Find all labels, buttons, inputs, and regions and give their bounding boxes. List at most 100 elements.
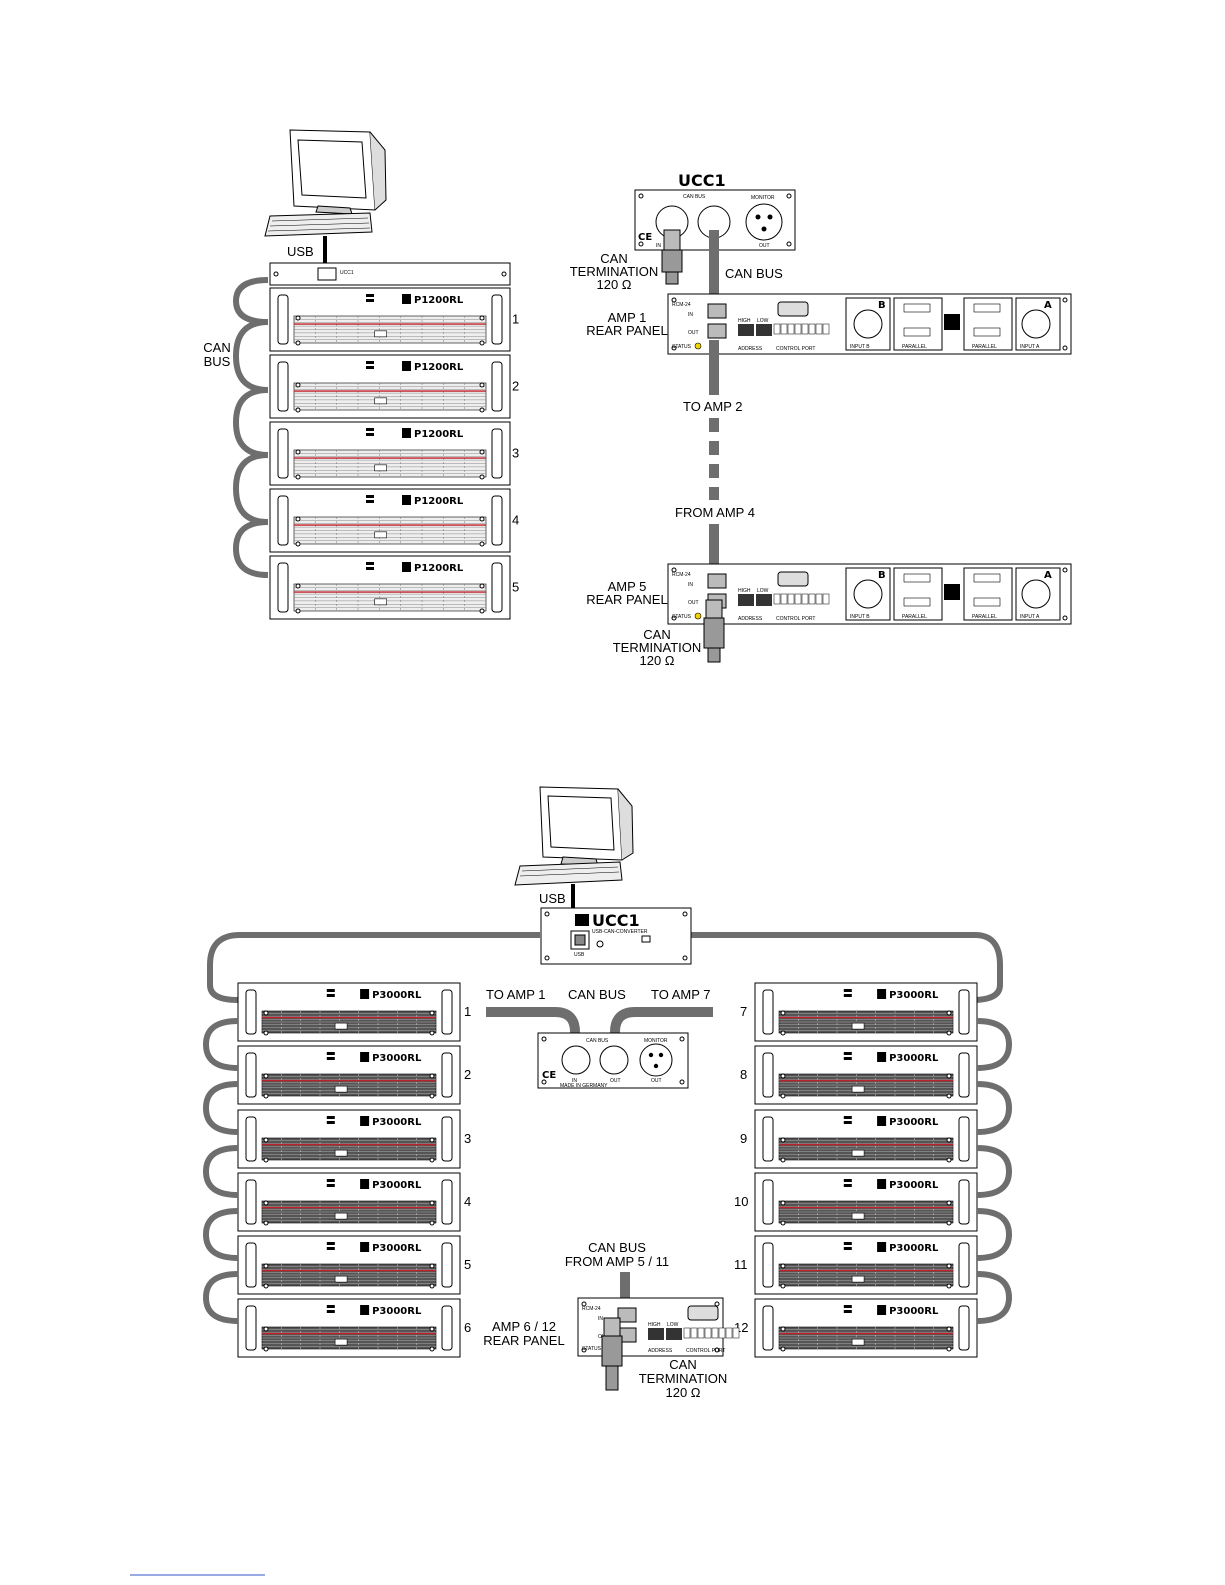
- amp5-label-line2: REAR PANEL: [586, 592, 667, 607]
- ucc1-title: UCC1: [678, 171, 726, 190]
- amp5-status-led: [694, 612, 702, 620]
- ucc1-label-in: IN: [656, 243, 661, 249]
- left-amplifier-2: P3000RL 2: [237, 1045, 471, 1105]
- can-bus-loop-cable: [232, 519, 269, 578]
- amp5-b-label: B: [878, 570, 886, 581]
- ucc1-rear-monitor: MONITOR: [644, 1038, 668, 1044]
- can-bus-loop-cable: [202, 1145, 239, 1198]
- ce-mark: CE: [542, 1070, 556, 1081]
- bottom-termination-plug: [703, 599, 725, 663]
- left-amplifier-4: P3000RL 4: [237, 1172, 471, 1232]
- amp5-input-b-label: INPUT B: [850, 614, 870, 620]
- can-bus-loop-cable: [232, 387, 269, 458]
- amp-model-label: P3000RL: [889, 990, 939, 1001]
- amp-number-label: 1: [464, 1004, 471, 1019]
- left-amplifier-rack: P3000RL1P3000RL2P3000RL3P3000RL4P3000RL5…: [202, 982, 471, 1358]
- to-amp7-label: TO AMP 7: [651, 987, 711, 1002]
- amp5-input-a-label: INPUT A: [1020, 614, 1040, 620]
- computer-icon: [264, 129, 387, 237]
- amp-model-label: P3000RL: [372, 1180, 422, 1191]
- ucc1-rear-out2: OUT: [610, 1078, 621, 1084]
- amp-model-label: P3000RL: [372, 990, 422, 1001]
- amp1-parallel-b-label: PARALLEL: [902, 344, 927, 350]
- amp-model-label: P3000RL: [372, 1053, 422, 1064]
- amp-model-label: P3000RL: [889, 1053, 939, 1064]
- amp5-out-label: OUT: [688, 600, 699, 606]
- top-termination-label-line1: CAN: [600, 251, 627, 266]
- amp-model-label: P3000RL: [889, 1243, 939, 1254]
- can-bus-loop-cable: [202, 1018, 239, 1071]
- amp-number-label: 9: [740, 1131, 747, 1146]
- ucc1-rear-can-bus: CAN BUS: [586, 1038, 609, 1044]
- top-termination-label-line3: 120 Ω: [596, 277, 631, 292]
- amp-model-label: P3000RL: [889, 1117, 939, 1128]
- figure-twelve-amplifiers: USB UCC1 USB-CAN-CONVERTER USB P3000RL1P…: [202, 786, 1013, 1400]
- amp-number-label: 8: [740, 1067, 747, 1082]
- amp5-a-label: A: [1044, 570, 1052, 581]
- termination-label-line1: CAN: [669, 1357, 696, 1372]
- ucc1-label-can-bus: CAN BUS: [683, 194, 706, 200]
- can-bus-loop-cable: [202, 1208, 239, 1261]
- amp6-status-label: STATUS: [582, 1346, 602, 1352]
- amp1-b-label: B: [878, 300, 886, 311]
- can-bus-loop-cable: [202, 1271, 239, 1324]
- ucc1-rear-in: IN: [572, 1078, 577, 1084]
- amp-number-label: 7: [740, 1004, 747, 1019]
- amp1-control-port-label: CONTROL PORT: [776, 346, 815, 352]
- amp1-status-led: [694, 342, 702, 350]
- amp6-control-port-label: CONTROL PORT: [686, 1348, 725, 1354]
- amp1-low-label: LOW: [757, 318, 769, 324]
- amp-number-label: 2: [464, 1067, 471, 1082]
- rack-ucc1-label: UCC1: [340, 270, 354, 276]
- amp6-in-label: IN: [598, 1316, 603, 1322]
- amp1-label-line2: REAR PANEL: [586, 323, 667, 338]
- amp-model-label: P3000RL: [372, 1306, 422, 1317]
- amp-model-label: P3000RL: [889, 1306, 939, 1317]
- amp-model-label: P1200RL: [414, 295, 464, 306]
- amp5-high-label: HIGH: [738, 588, 751, 594]
- bottom-termination-label-line2: TERMINATION: [613, 640, 702, 655]
- computer-icon: [514, 786, 634, 886]
- amplifier-rack: UCC1P1200RL1P1200RL2P1200RL3P1200RL4P120…: [232, 262, 519, 620]
- amp-number-label: 10: [734, 1194, 748, 1209]
- can-bus-loop-cable: [976, 1081, 1013, 1135]
- right-amplifier-rack: P3000RL7P3000RL8P3000RL9P3000RL10P3000RL…: [734, 982, 1013, 1358]
- amp-number-label: 4: [464, 1194, 471, 1209]
- amp-number-label: 5: [512, 580, 519, 595]
- to-amp2-label: TO AMP 2: [683, 399, 743, 414]
- amp5-address-label: ADDRESS: [738, 616, 763, 622]
- ucc1-rear-panel: CE CAN BUS MONITOR OUT IN OUT MADE IN GE…: [537, 1032, 689, 1089]
- amp1-input-a-label: INPUT A: [1020, 344, 1040, 350]
- amp-number-label: 4: [512, 513, 519, 528]
- amp-model-label: P3000RL: [372, 1243, 422, 1254]
- can-bus-loop-cable: [232, 452, 269, 525]
- usb-label: USB: [539, 891, 566, 906]
- amp6-high-label: HIGH: [648, 1322, 661, 1328]
- amp1-rcm-label: RCM-24: [672, 302, 691, 308]
- can-bus-loop-cable: [976, 1018, 1013, 1071]
- amp-number-label: 11: [734, 1257, 748, 1272]
- termination-label-line3: 120 Ω: [665, 1385, 700, 1400]
- amp1-status-label: STATUS: [672, 344, 692, 350]
- top-termination-label-line2: TERMINATION: [570, 264, 659, 279]
- top-termination-plug: [661, 229, 683, 285]
- amp6-rcm-label: RCM-24: [582, 1306, 601, 1312]
- amp6-low-label: LOW: [667, 1322, 679, 1328]
- can-bus-loop-cable: [202, 1081, 239, 1135]
- amp-number-label: 1: [512, 312, 519, 327]
- can-bus-loop-cable: [976, 1271, 1013, 1324]
- amp5-parallel-b-label: PARALLEL: [902, 614, 927, 620]
- amp1-label-line1: AMP 1: [608, 310, 647, 325]
